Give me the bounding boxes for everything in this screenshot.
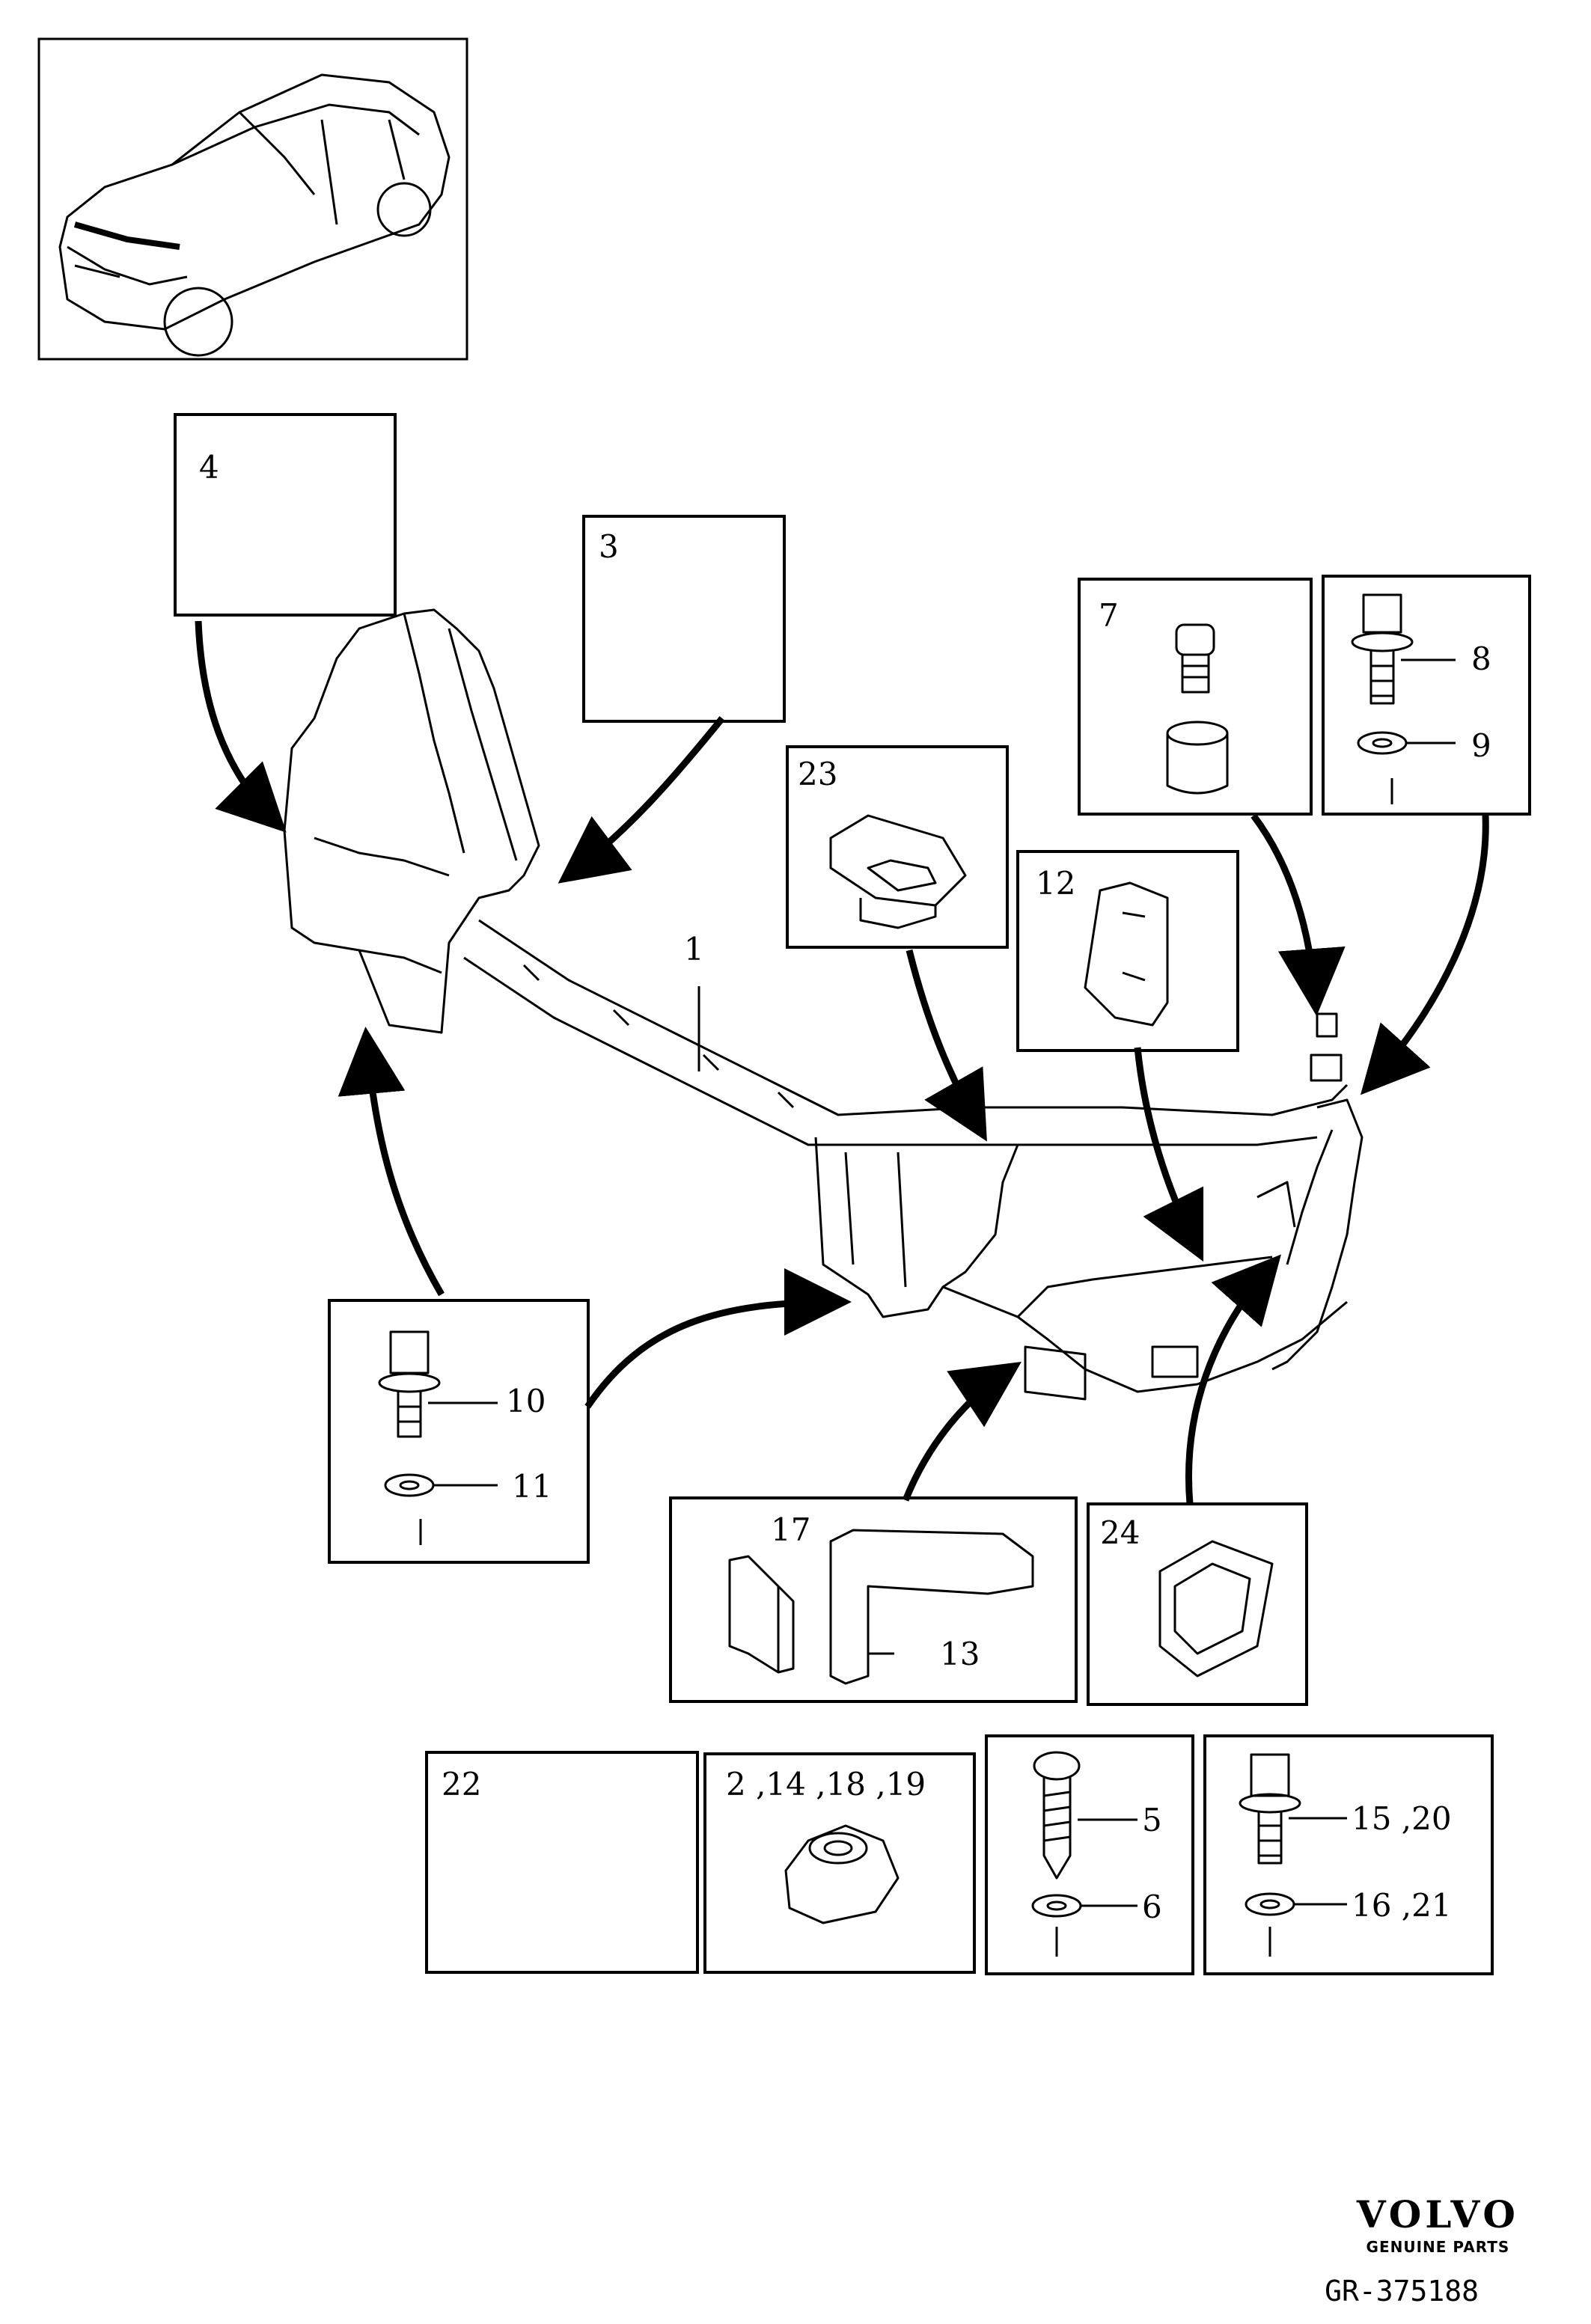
callout-box-8-9 [1322, 575, 1531, 816]
rubber-mount-icon [1158, 1540, 1274, 1678]
callout-label-7: 7 [1099, 597, 1119, 634]
callout-box-10-11 [328, 1299, 590, 1564]
bracket-set-icon [728, 1529, 1034, 1685]
callout-box-4 [174, 413, 397, 617]
screw-washer-icon [1031, 1751, 1137, 1957]
callout-box-2-14-18-19 [703, 1752, 976, 1974]
callout-label-16-21: 16 ,21 [1352, 1887, 1452, 1924]
callout-label-9: 9 [1471, 727, 1491, 764]
clip-nut-icon [829, 814, 967, 929]
callout-box-24 [1087, 1502, 1308, 1706]
callout-label-10: 10 [506, 1383, 546, 1419]
callout-box-15-20-16-21 [1203, 1734, 1494, 1975]
callout-label-22: 22 [442, 1766, 482, 1802]
volvo-logo: VOLVO [1356, 2192, 1519, 2236]
bolt-grommet-icon [1166, 623, 1229, 795]
callout-label-23: 23 [798, 756, 838, 792]
diagram-reference: GR-375188 [1325, 2275, 1479, 2308]
callout-label-17: 17 [771, 1511, 811, 1548]
bracket-icon [1084, 881, 1169, 1027]
callout-label-6: 6 [1142, 1889, 1162, 1925]
callout-box-7 [1078, 578, 1313, 816]
volvo-brand: VOLVO GENUINE PARTS [1357, 2192, 1519, 2256]
callout-label-12: 12 [1036, 865, 1076, 902]
bolt-washer-icon-2 [1239, 1753, 1347, 1957]
front-member-frame [283, 608, 1364, 1401]
callout-label-8: 8 [1471, 640, 1491, 677]
callout-box-12 [1016, 850, 1239, 1052]
callout-box-5-6 [985, 1734, 1194, 1975]
callout-box-17-13 [669, 1496, 1078, 1703]
vehicle-thumbnail [37, 37, 468, 361]
genuine-parts-tagline: GENUINE PARTS [1366, 2238, 1510, 2256]
callout-box-3 [582, 515, 786, 723]
callout-label-5: 5 [1142, 1802, 1162, 1838]
callout-label-13: 13 [940, 1636, 980, 1672]
callout-label-2-14-18-19: 2 ,14 ,18 ,19 [726, 1766, 926, 1802]
part-icons [378, 593, 1456, 1957]
callout-label-1: 1 [684, 931, 704, 967]
callout-box-23 [786, 745, 1009, 949]
callout-label-15-20: 15 ,20 [1352, 1800, 1452, 1837]
bolt-washer-icon [378, 1330, 498, 1545]
callout-arrows [195, 620, 1489, 1505]
cage-nut-icon [784, 1824, 900, 1924]
callout-label-24: 24 [1100, 1514, 1140, 1551]
callout-label-3: 3 [599, 528, 619, 565]
callout-label-4: 4 [199, 449, 219, 486]
flange-bolt-icon [1351, 593, 1456, 804]
callout-label-11: 11 [512, 1468, 552, 1505]
callout-box-22 [425, 1751, 699, 1974]
